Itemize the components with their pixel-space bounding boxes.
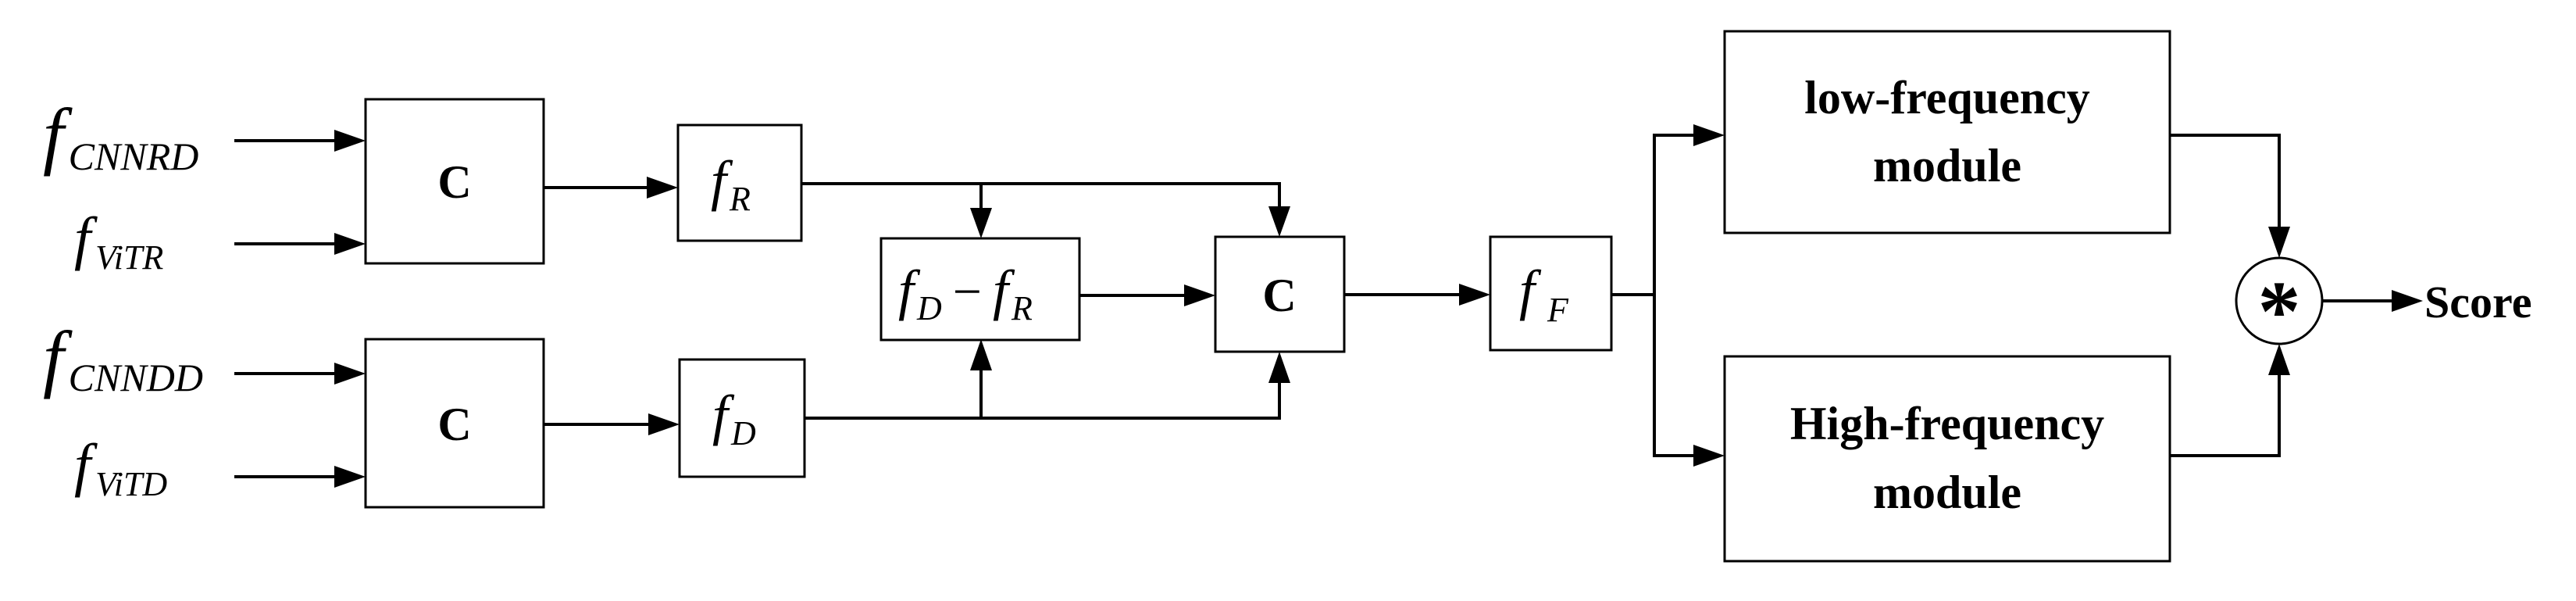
arrowhead <box>648 413 680 435</box>
arrowhead <box>1693 445 1725 467</box>
arrowhead <box>647 177 678 199</box>
concat-box-1-label: C <box>437 156 471 208</box>
arrowhead <box>334 363 366 385</box>
arrowhead <box>1268 352 1290 383</box>
arrowhead <box>1459 284 1490 306</box>
feature-label-fd: fD <box>712 384 756 453</box>
output-label-score: Score <box>2424 277 2531 327</box>
arrowhead <box>1184 284 1215 306</box>
arrowhead <box>970 208 992 238</box>
high-frequency-module-line1: High-frequency <box>1790 398 2104 449</box>
concat-box-2 <box>364 338 545 509</box>
arrowhead <box>2392 290 2423 312</box>
difference-label: fD−fR <box>898 259 1033 327</box>
concat-box-2-label: C <box>437 399 471 450</box>
wire-low-to-multiply <box>2170 134 2281 228</box>
arrowhead <box>1268 206 1290 237</box>
arrowhead <box>1693 124 1725 146</box>
low-frequency-module <box>1723 30 2171 234</box>
feature-box-fd <box>678 358 806 478</box>
low-frequency-module-line2: module <box>1873 140 2021 191</box>
arrowhead <box>334 466 366 488</box>
concat-box-3-label: C <box>1262 270 1296 321</box>
concat-box-1 <box>364 98 545 265</box>
wire-high-to-multiply <box>2170 374 2281 457</box>
arrowhead <box>2268 344 2290 375</box>
arrowhead <box>970 339 992 370</box>
feature-box-ff <box>1489 235 1613 352</box>
difference-box <box>879 237 1081 342</box>
high-frequency-module-line2: module <box>1873 467 2021 518</box>
arrowhead <box>334 233 366 255</box>
high-frequency-module <box>1723 355 2171 563</box>
arrowhead <box>2268 227 2290 258</box>
multiply-symbol: * <box>2258 263 2301 359</box>
concat-box-3 <box>1214 235 1346 353</box>
low-frequency-module-line1: low-frequency <box>1804 72 2090 123</box>
arrowhead <box>334 130 366 152</box>
